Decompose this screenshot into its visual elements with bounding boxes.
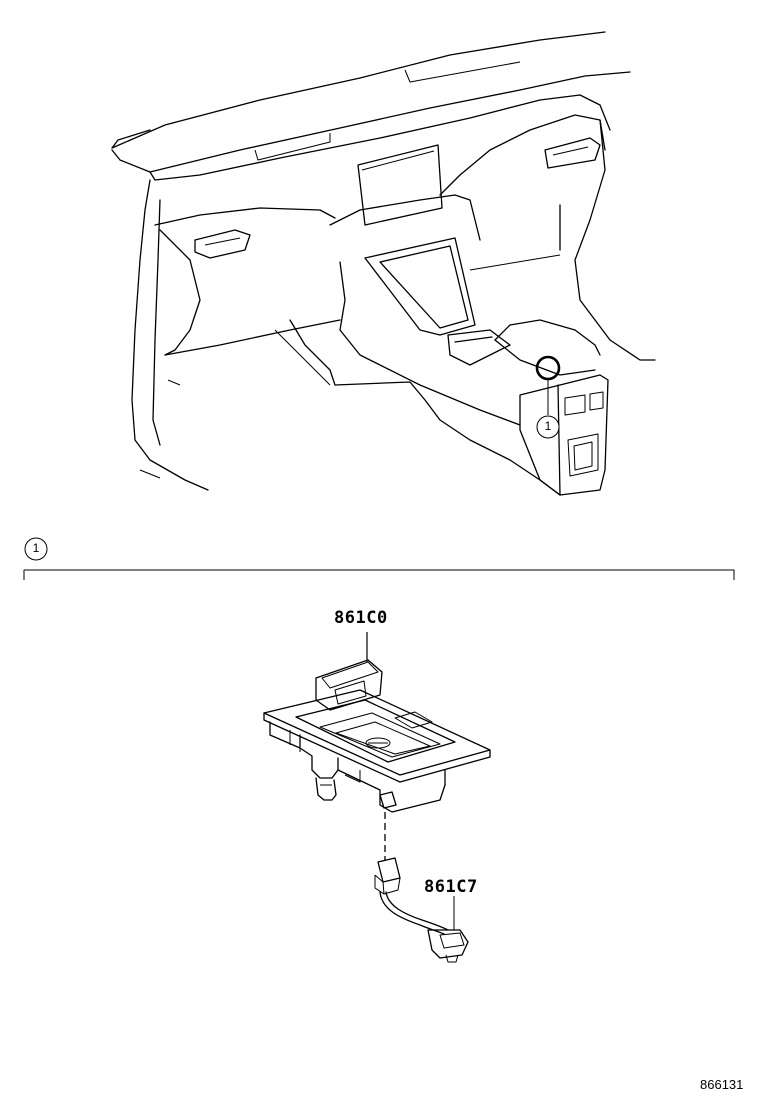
part-label-861c0: 861C0: [334, 608, 388, 628]
dashboard-illustration: [111, 31, 656, 496]
section-bracket: [23, 537, 735, 580]
upper-callout-number: 1: [544, 419, 552, 433]
section-callout-number: 1: [32, 541, 40, 555]
wire-harness: [374, 857, 469, 963]
part-label-861c7: 861C7: [424, 877, 478, 897]
wireless-charger-assembly: [263, 632, 491, 813]
diagram-number: 866131: [700, 1077, 744, 1092]
location-marker: [535, 355, 561, 381]
upper-callout-circle: [536, 415, 560, 439]
